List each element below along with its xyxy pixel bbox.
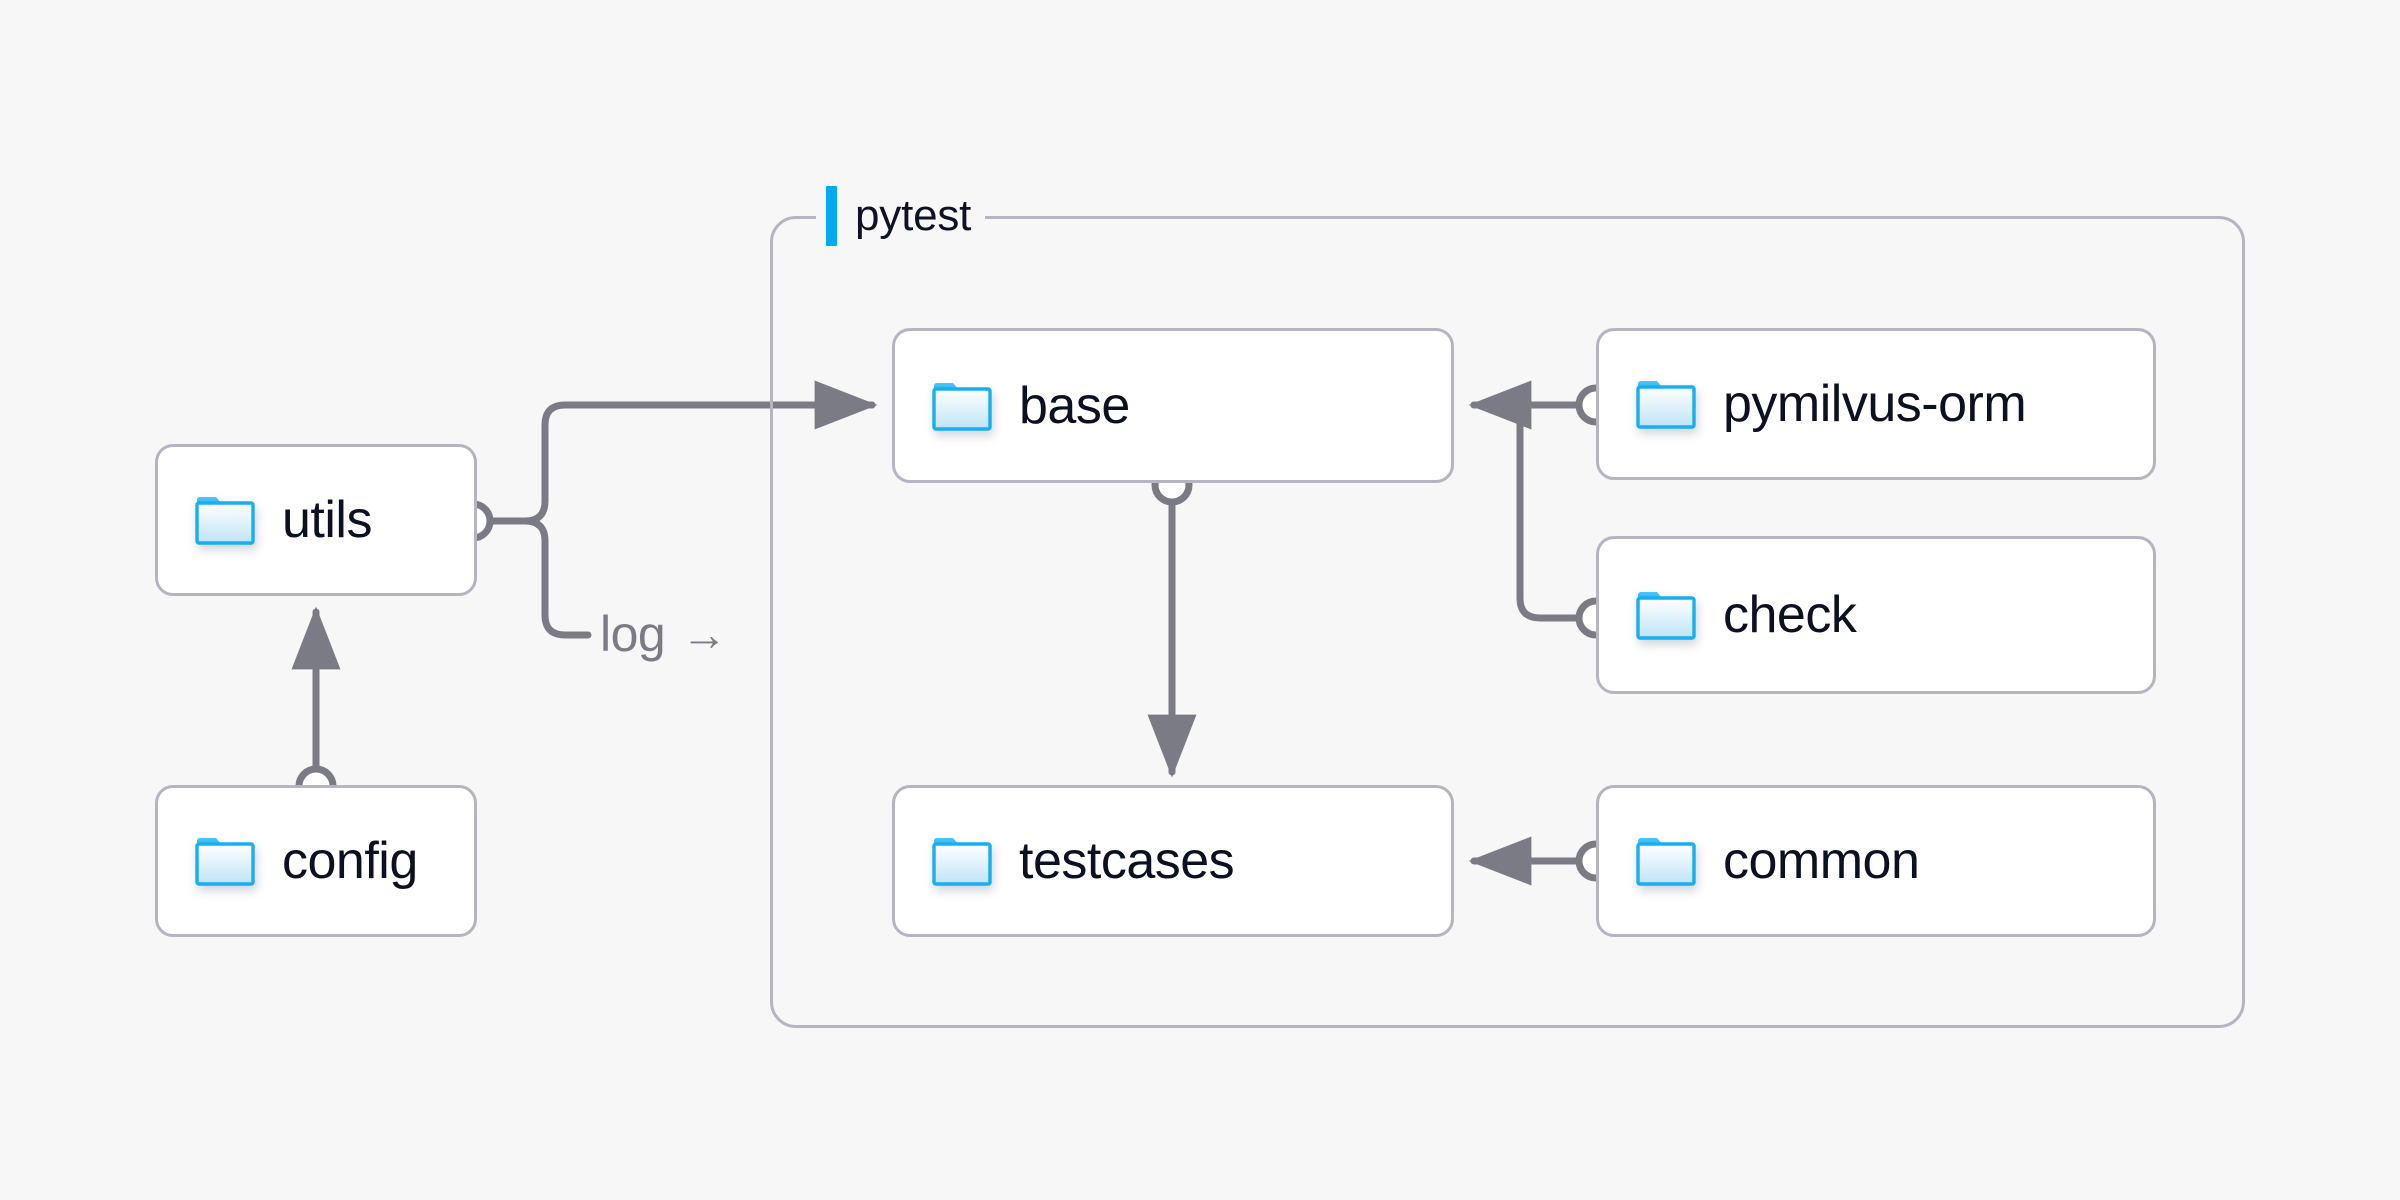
edge-label-log: log → bbox=[600, 605, 727, 663]
node-label: utils bbox=[282, 491, 372, 549]
node-label: base bbox=[1019, 376, 1130, 435]
folder-icon bbox=[194, 494, 256, 546]
group-accent-bar bbox=[826, 186, 837, 246]
node-base[interactable]: base bbox=[892, 328, 1454, 483]
node-config[interactable]: config bbox=[155, 785, 477, 937]
edge-label-text: log bbox=[600, 606, 666, 662]
node-testcases[interactable]: testcases bbox=[892, 785, 1454, 937]
folder-icon bbox=[931, 835, 993, 887]
group-container-pytest[interactable] bbox=[770, 216, 2245, 1028]
node-label: config bbox=[282, 832, 418, 890]
node-label: check bbox=[1723, 586, 1857, 644]
folder-icon bbox=[1635, 835, 1697, 887]
edge-utils-to-log bbox=[521, 517, 592, 639]
folder-icon bbox=[1635, 378, 1697, 430]
node-label: pymilvus-orm bbox=[1723, 375, 2027, 433]
group-label-text: pytest bbox=[855, 191, 972, 240]
group-label-pytest[interactable]: pytest bbox=[816, 184, 986, 248]
folder-icon bbox=[194, 835, 256, 887]
folder-icon bbox=[931, 380, 993, 432]
arrow-right-icon: → bbox=[681, 608, 727, 660]
node-label: common bbox=[1723, 832, 1920, 890]
folder-icon bbox=[1635, 589, 1697, 641]
node-common[interactable]: common bbox=[1596, 785, 2156, 937]
node-pymilvus-orm[interactable]: pymilvus-orm bbox=[1596, 328, 2156, 480]
node-utils[interactable]: utils bbox=[155, 444, 477, 596]
node-check[interactable]: check bbox=[1596, 536, 2156, 694]
node-label: testcases bbox=[1019, 832, 1235, 890]
